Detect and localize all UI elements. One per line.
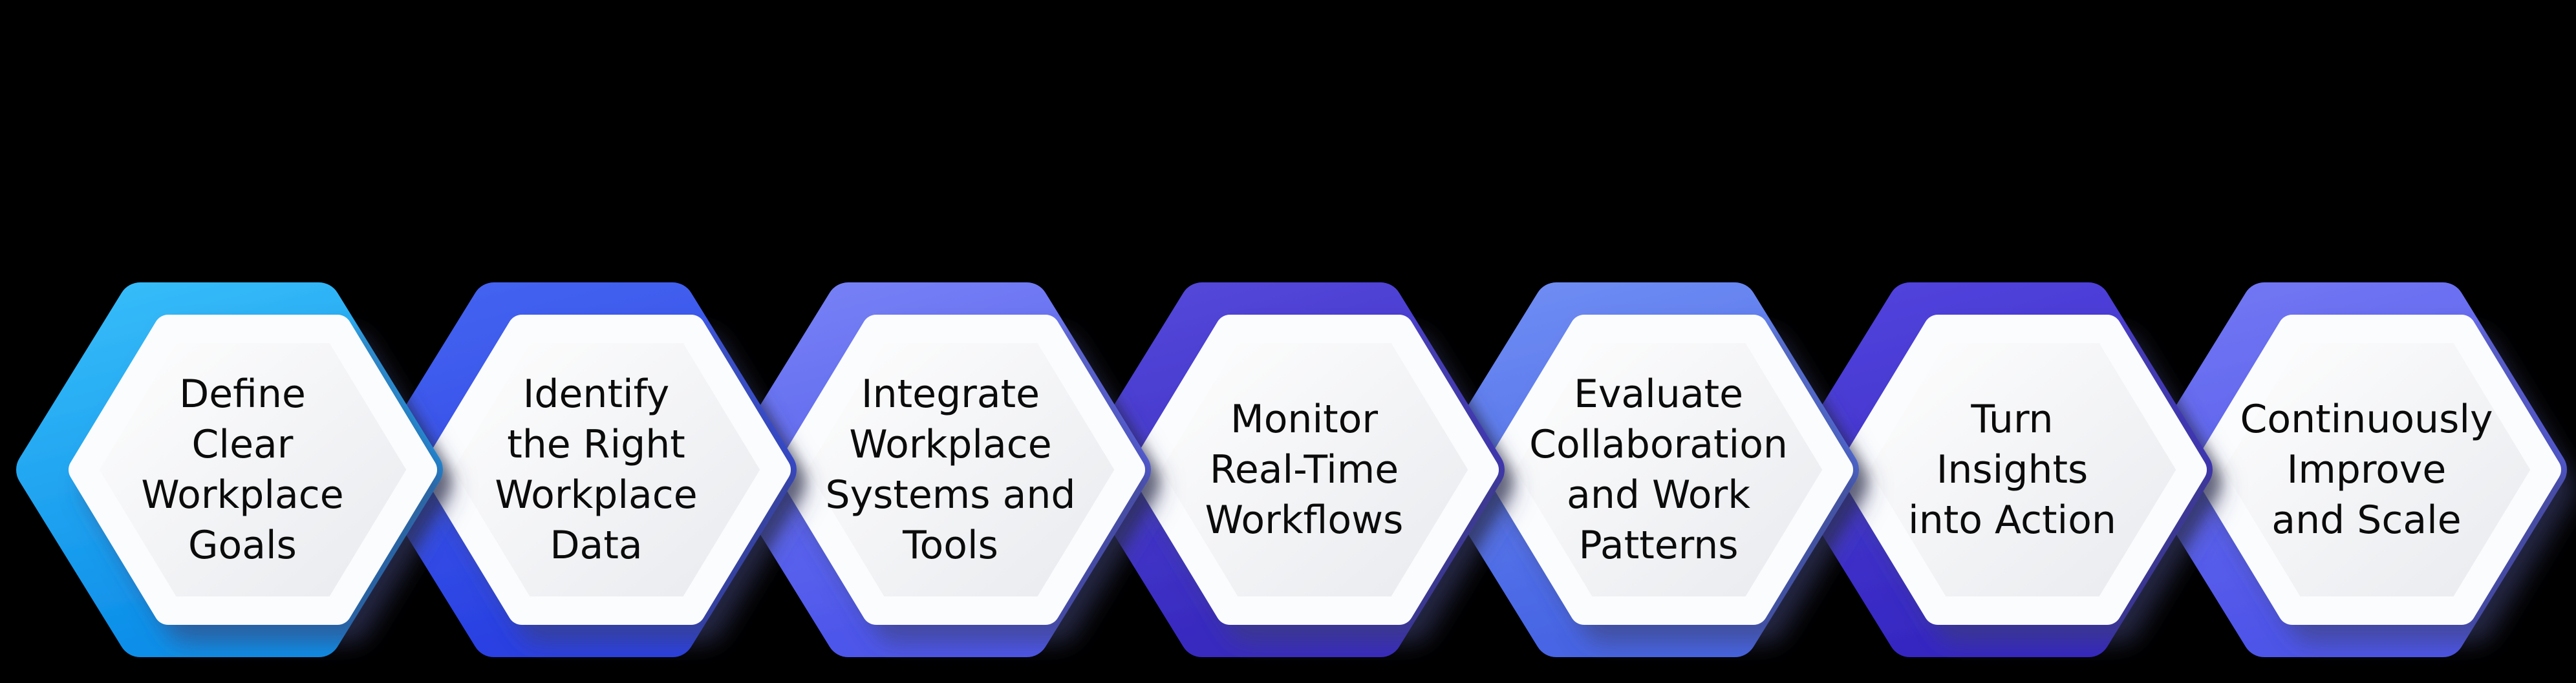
step-label: Monitor Real-Time Workflows [1205, 397, 1404, 543]
hexagon-face [1130, 315, 1499, 625]
hexagon-face [777, 315, 1145, 625]
hexagon-step-4: Monitor Real-Time Workflows [1078, 282, 1505, 683]
hexagon-step-3: Integrate Workplace Systems and Tools [724, 282, 1151, 683]
hexagon-face [422, 315, 791, 625]
step-label: Evaluate Collaboration and Work Patterns [1529, 372, 1788, 568]
hexagon-face [1485, 315, 1853, 625]
step-label: Turn Insights into Action [1908, 397, 2116, 543]
hexagon-step-6: Turn Insights into Action [1786, 282, 2213, 683]
step-label: Define Clear Workplace Goals [141, 372, 344, 568]
hexagon-step-2: Identify the Right Workplace Data [370, 282, 797, 683]
hexagon-step-7: Continuously Improve and Scale [2140, 282, 2567, 683]
hexagon-step-1: Define Clear Workplace Goals [16, 282, 443, 683]
hexagon-face [2193, 315, 2561, 625]
step-label: Integrate Workplace Systems and Tools [825, 372, 1076, 568]
hexagon-face [1838, 315, 2207, 625]
hexagon-face [69, 315, 437, 625]
hexagon-step-5: Evaluate Collaboration and Work Patterns [1432, 282, 1859, 683]
step-label: Continuously Improve and Scale [2240, 397, 2493, 543]
step-label: Identify the Right Workplace Data [495, 372, 698, 568]
